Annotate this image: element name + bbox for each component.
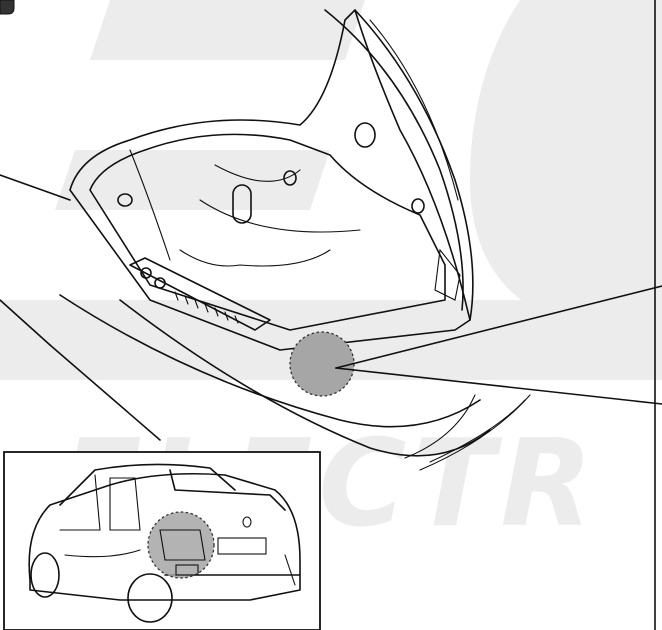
tailgate-edge [324,9,474,321]
zoom-callout [289,285,662,405]
connector-strip [129,257,271,331]
tail-lamp-housing [69,9,471,351]
highlight-circle [289,331,355,397]
inset-highlight-circle [147,511,215,579]
inset-car-view [3,451,321,630]
bumper-outline [0,174,531,471]
step-marker [0,0,15,15]
